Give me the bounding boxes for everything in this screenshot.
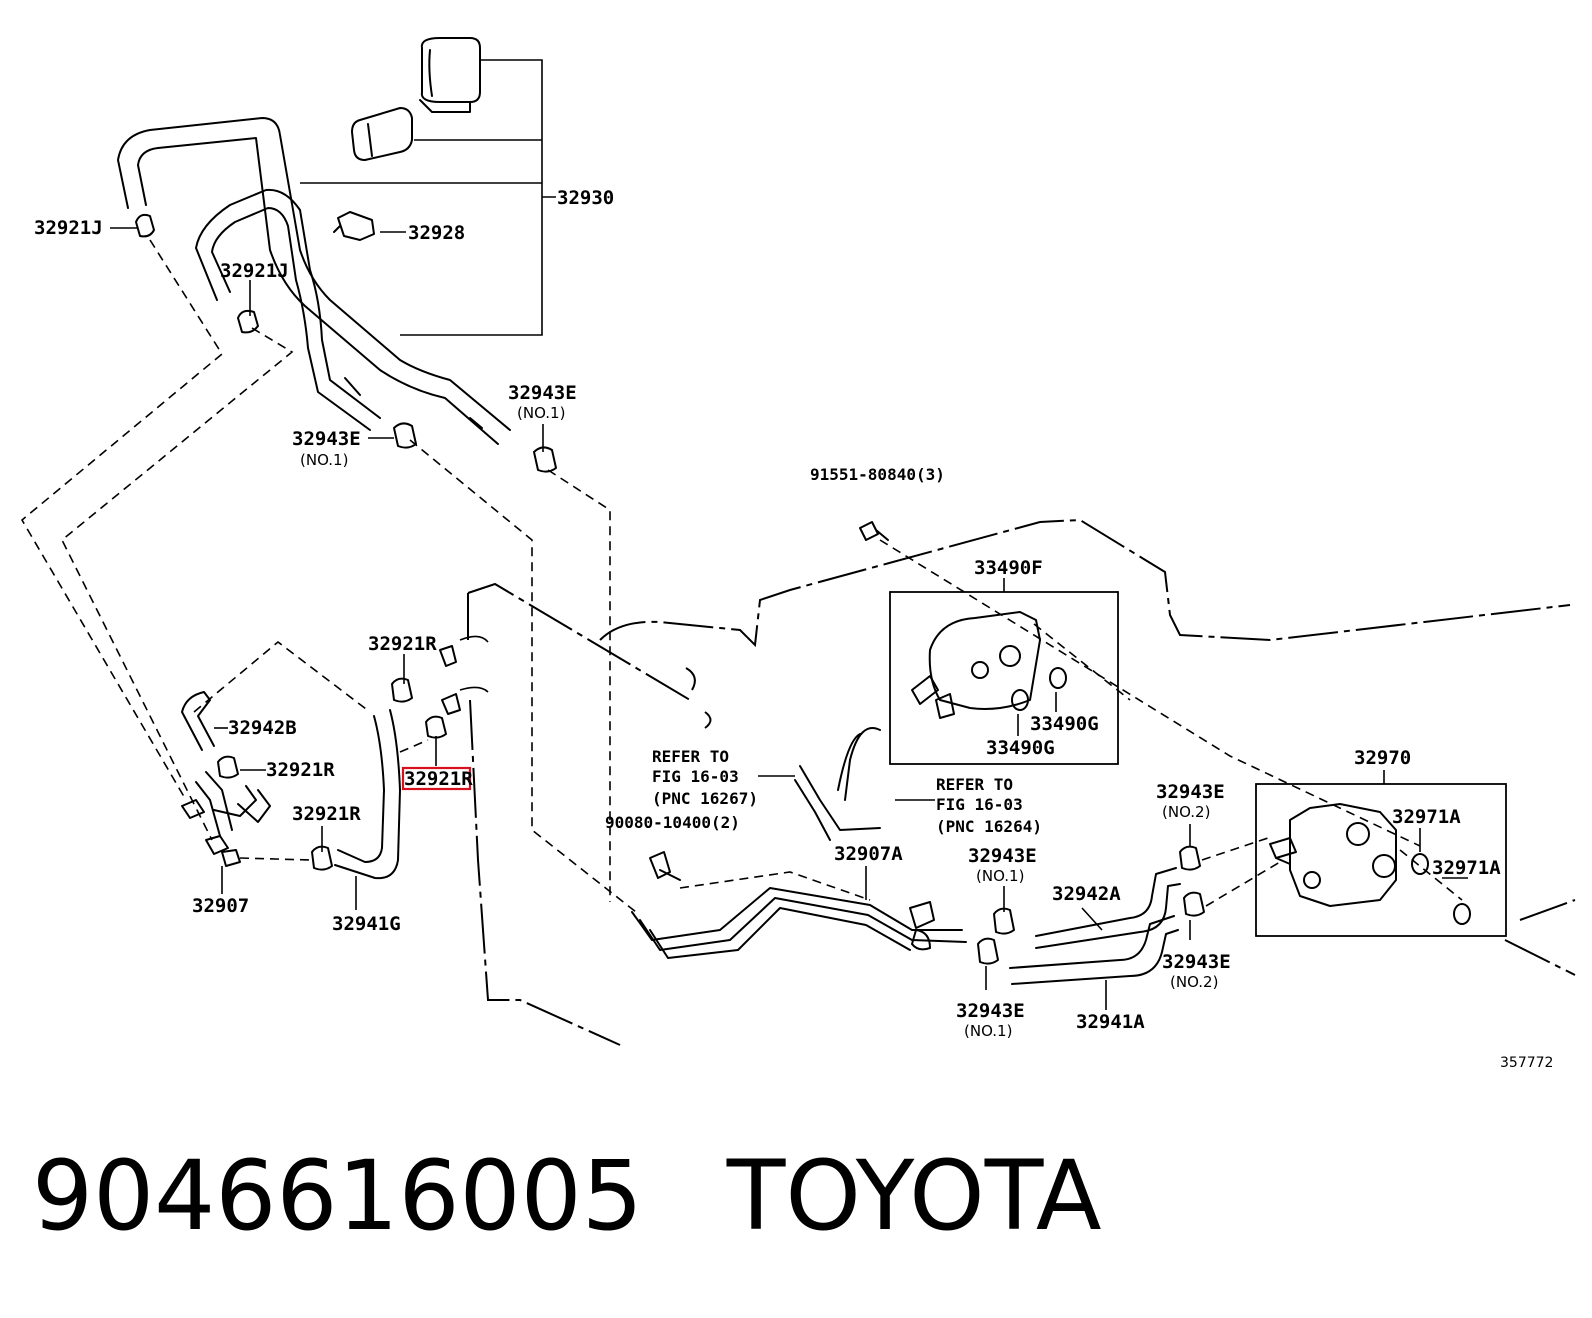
- label-32921r-highlight: 32921R: [404, 768, 473, 790]
- highlight-box: [401, 766, 472, 791]
- clip-32943e-d: [993, 907, 1015, 935]
- label-32943e-a-sub: (NO.1): [300, 451, 348, 469]
- part-number: 9046616005: [32, 1140, 643, 1252]
- label-32942b: 32942B: [228, 717, 297, 739]
- footer-caption: 9046616005 TOYOTA: [32, 1140, 1102, 1252]
- label-32921j-a: 32921J: [34, 217, 103, 239]
- label-33490g-a: 33490G: [1030, 713, 1099, 735]
- label-90080: 90080-10400(2): [605, 813, 740, 832]
- figure-number: 357772: [1500, 1055, 1553, 1071]
- transmission-outline: [467, 518, 1576, 1046]
- label-32971a-a: 32971A: [1392, 806, 1461, 828]
- label-32970: 32970: [1354, 747, 1411, 769]
- label-32907a: 32907A: [834, 843, 903, 865]
- clip-32921j-a: [135, 213, 155, 238]
- label-32941g: 32941G: [332, 913, 401, 935]
- brand-name: TOYOTA: [726, 1140, 1102, 1252]
- clip-32921r-b: [425, 715, 447, 739]
- clip-32943e-b: [533, 446, 557, 473]
- clip-32921r-a: [391, 677, 413, 703]
- label-32943e-e-sub: (NO.2): [1170, 973, 1218, 991]
- label-32943e-e: 32943E: [1162, 951, 1231, 973]
- label-32941a: 32941A: [1076, 1011, 1145, 1033]
- label-33490f: 33490F: [974, 557, 1043, 579]
- label-32943e-d-sub: (NO.1): [976, 867, 1024, 885]
- label-32928: 32928: [408, 222, 465, 244]
- valve-body-group: [1255, 783, 1507, 937]
- label-32921j-b: 32921J: [220, 260, 289, 282]
- lower-left-hoses: [181, 635, 489, 880]
- label-32921r-a: 32921R: [368, 633, 437, 655]
- label-32943e-c: 32943E: [1156, 781, 1225, 803]
- refer-left-line1: REFER TO: [652, 747, 729, 766]
- clip-32943e-c: [1179, 845, 1201, 871]
- label-32943e-b-sub: (NO.1): [517, 404, 565, 422]
- label-32943e-f-sub: (NO.1): [964, 1022, 1012, 1040]
- label-32943e-c-sub: (NO.2): [1162, 803, 1210, 821]
- leader-lines: [110, 227, 1468, 1010]
- right-hoses: [1009, 867, 1181, 985]
- label-32921r-b: 32921R: [266, 759, 335, 781]
- label-32943e-b: 32943E: [508, 382, 577, 404]
- clip-32921j-b: [237, 309, 259, 334]
- clip-32943e-f: [977, 937, 999, 965]
- dashed-guides: [20, 239, 1463, 913]
- refer-right-line2: FIG 16-03: [936, 795, 1023, 814]
- label-32943e-f: 32943E: [956, 1000, 1025, 1022]
- upper-hose-assembly: [117, 37, 556, 445]
- label-32930: 32930: [557, 187, 614, 209]
- clip-32921r-d: [311, 845, 333, 871]
- label-32943e-a: 32943E: [292, 428, 361, 450]
- hose-clips: [135, 213, 1205, 965]
- label-32942a: 32942A: [1052, 883, 1121, 905]
- label-32921r-c: 32921R: [292, 803, 361, 825]
- refer-left-line2: FIG 16-03: [652, 767, 739, 786]
- label-32971a-b: 32971A: [1432, 857, 1501, 879]
- pipe-32907a: [631, 851, 967, 959]
- callout-labels: 32930 32928 32921J 32921J 32943E (NO.1) …: [34, 187, 1553, 1071]
- clip-32943e-a: [393, 422, 417, 449]
- refer-left-line3: (PNC 16267): [652, 789, 758, 808]
- clip-32921r-c: [217, 755, 239, 779]
- clip-32943e-e: [1183, 891, 1205, 917]
- label-91551: 91551-80840(3): [810, 465, 945, 484]
- label-32943e-d: 32943E: [968, 845, 1037, 867]
- label-32907: 32907: [192, 895, 249, 917]
- refer-right-line1: REFER TO: [936, 775, 1013, 794]
- refer-right-line3: (PNC 16264): [936, 817, 1042, 836]
- label-33490g-b: 33490G: [986, 737, 1055, 759]
